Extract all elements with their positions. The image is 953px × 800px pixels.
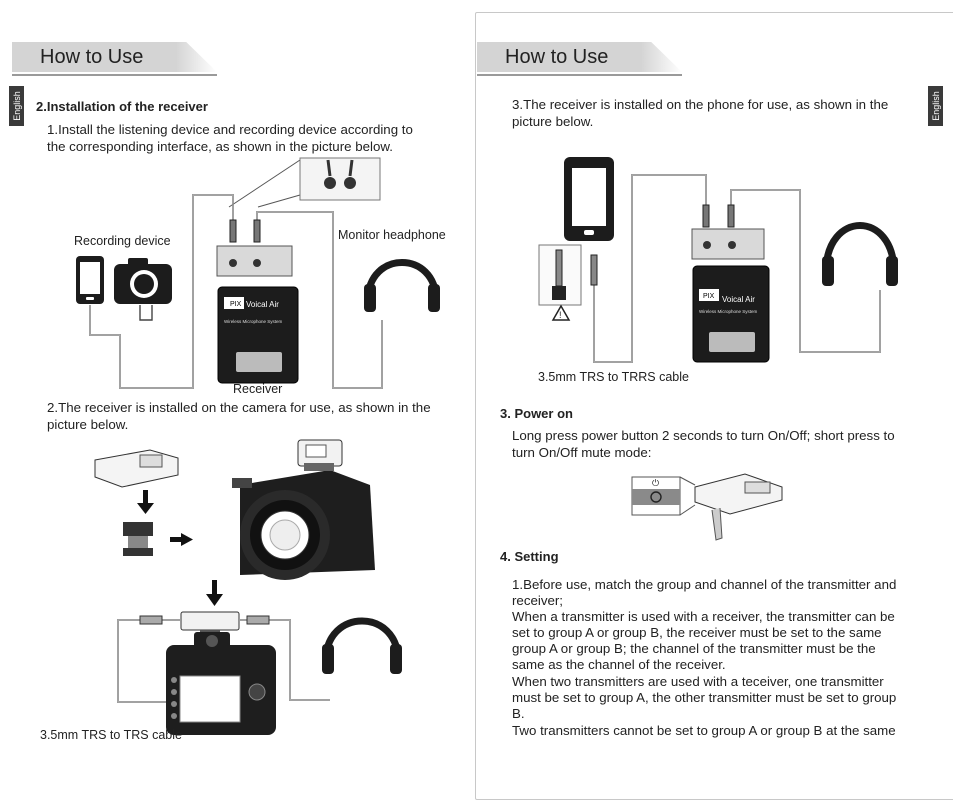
power-icon: ⏻ [650, 478, 662, 503]
headphone-icon [322, 617, 402, 674]
camera-icon [114, 258, 172, 304]
power-button-diagram: ⏻ [631, 473, 783, 541]
setting-line-7: must be set to group A, the other transm… [512, 690, 897, 705]
svg-text:Wireless Microphone System: Wireless Microphone System [699, 309, 758, 314]
receiver-small-icon [94, 449, 179, 488]
setting-title: 4. Setting [500, 549, 559, 564]
right-language-tab: English [928, 86, 943, 126]
setting-line-6: When two transmitters are used with a te… [512, 674, 884, 689]
receiver-brand-label: Voical Air [722, 295, 755, 304]
shoe-mount-icon [123, 522, 153, 556]
receiver-wiring-diagram: PIX Voical Air Wireless Microphone Syste… [76, 157, 440, 389]
receiver-brand-label: Voical Air [246, 300, 279, 309]
left-language-tab: English [9, 86, 24, 126]
label-recording-device: Recording device [74, 234, 171, 248]
label-monitor-headphone: Monitor headphone [338, 228, 446, 242]
right-cable-caption: 3.5mm TRS to TRRS cable [538, 370, 689, 384]
headphone-icon [364, 259, 440, 312]
arrow-down-icon [206, 580, 223, 606]
left-cable-caption: 3.5mm TRS to TRS cable [40, 728, 182, 742]
headphone-icon [822, 222, 898, 286]
step3-text-line1: 3.The receiver is installed on the phone… [512, 97, 889, 112]
step2-text-line1: 2.The receiver is installed on the camer… [47, 400, 431, 415]
warning-icon: ! [551, 304, 571, 321]
svg-text:⏻: ⏻ [652, 478, 659, 489]
right-header-title: How to Use [505, 46, 609, 68]
setting-line-5: same as the channel of the receiver. [512, 657, 726, 672]
power-on-title: 3. Power on [500, 406, 573, 421]
step2-text-line2: picture below. [47, 417, 129, 432]
arrow-down-icon [137, 490, 154, 514]
svg-text:PIX: PIX [703, 293, 715, 300]
step3-text-line2: picture below. [512, 114, 594, 129]
jack-zoom-inset [228, 157, 381, 208]
step1-text-line1: 1.Install the listening device and recor… [47, 122, 413, 137]
setting-line-9: Two transmitters cannot be set to group … [512, 723, 896, 738]
svg-text:PIX: PIX [230, 301, 242, 308]
label-receiver: Receiver [233, 382, 283, 396]
phone-wiring-diagram: ! PIX Voical Air Wireless Microphone Sys… [538, 157, 898, 363]
setting-line-3: set to group A or group B, the receiver … [512, 625, 882, 640]
power-text-line1: Long press power button 2 seconds to tur… [512, 428, 895, 443]
svg-text:Wireless Microphone System: Wireless Microphone System [224, 319, 283, 324]
arrow-right-icon [170, 533, 193, 546]
left-page-header: How to Use [12, 42, 217, 76]
setting-line-8: B. [512, 706, 525, 721]
section-title-installation: 2.Installation of the receiver [36, 99, 208, 114]
phone-icon [76, 256, 104, 304]
phone-icon [564, 157, 614, 241]
setting-line-1: receiver; [512, 593, 563, 608]
step1-text-line2: the corresponding interface, as shown in… [47, 139, 393, 154]
setting-line-4: group A or group B; the channel of the t… [512, 641, 876, 656]
camera-mount-diagram [94, 439, 402, 735]
power-text-line2: turn On/Off mute mode: [512, 445, 652, 460]
camera-back-illustration [166, 632, 276, 735]
right-page-header: How to Use [477, 42, 682, 76]
setting-line-2: When a transmitter is used with a receiv… [512, 609, 895, 624]
left-header-title: How to Use [40, 46, 144, 68]
svg-text:!: ! [559, 310, 562, 320]
transmitter-icon [694, 473, 783, 541]
camera-front-illustration [232, 439, 375, 580]
setting-line-0: 1.Before use, match the group and channe… [512, 577, 897, 592]
